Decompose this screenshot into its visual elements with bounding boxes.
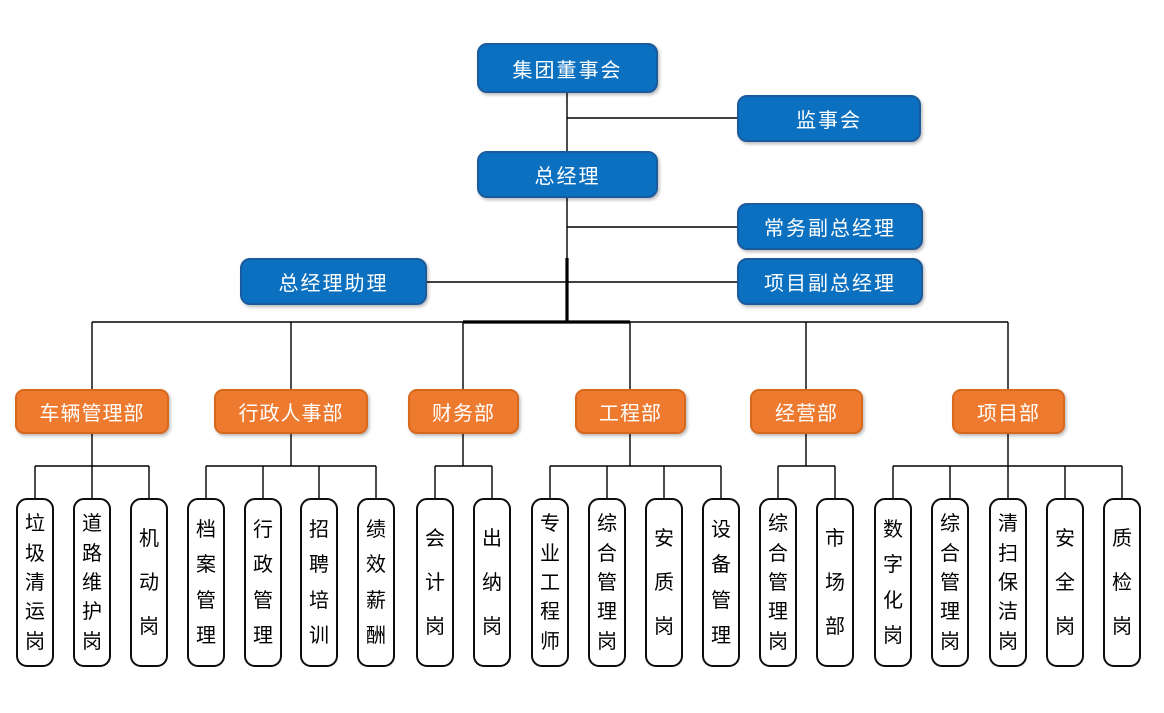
pos-equipment-management: 设备管理 [702,498,740,667]
node-supervisory-board: 监事会 [737,95,921,142]
pos-performance-compensation: 绩效薪酬 [357,498,395,667]
node-dept-engineering: 工程部 [575,389,686,434]
node-dept-operations: 经营部 [750,389,863,434]
pos-general-management-project: 综合管理岗 [931,498,969,667]
pos-general-management-operations: 综合管理岗 [759,498,797,667]
node-dept-admin-hr: 行政人事部 [214,389,368,434]
connector-thick-paths [463,258,630,324]
pos-safety: 安全岗 [1046,498,1084,667]
pos-quality-inspection: 质检岗 [1103,498,1141,667]
pos-archives-management: 档案管理 [187,498,225,667]
pos-safety-quality: 安质岗 [645,498,683,667]
pos-accounting: 会计岗 [416,498,454,667]
node-dept-finance: 财务部 [408,389,519,434]
node-general-manager: 总经理 [477,151,658,198]
node-dept-vehicle-management: 车辆管理部 [15,389,169,434]
pos-road-maintenance: 道路维护岗 [73,498,111,667]
pos-professional-engineer: 专业工程师 [531,498,569,667]
node-dept-project: 项目部 [952,389,1065,434]
pos-cashier: 出纳岗 [473,498,511,667]
node-gm-assistant: 总经理助理 [240,258,427,305]
node-project-deputy-gm: 项目副总经理 [737,258,923,305]
node-board-of-directors: 集团董事会 [477,43,658,93]
pos-general-management-engineering: 综合管理岗 [588,498,626,667]
pos-administration-management: 行政管理 [244,498,282,667]
pos-digitalization: 数字化岗 [874,498,912,667]
connector-thin-paths [34,93,1123,498]
pos-garbage-removal: 垃圾清运岗 [16,498,54,667]
node-executive-deputy-gm: 常务副总经理 [737,203,923,250]
pos-mobile-duty: 机动岗 [130,498,168,667]
pos-recruitment-training: 招聘培训 [300,498,338,667]
pos-market: 市场部 [816,498,854,667]
pos-sweeping-cleaning: 清扫保洁岗 [989,498,1027,667]
